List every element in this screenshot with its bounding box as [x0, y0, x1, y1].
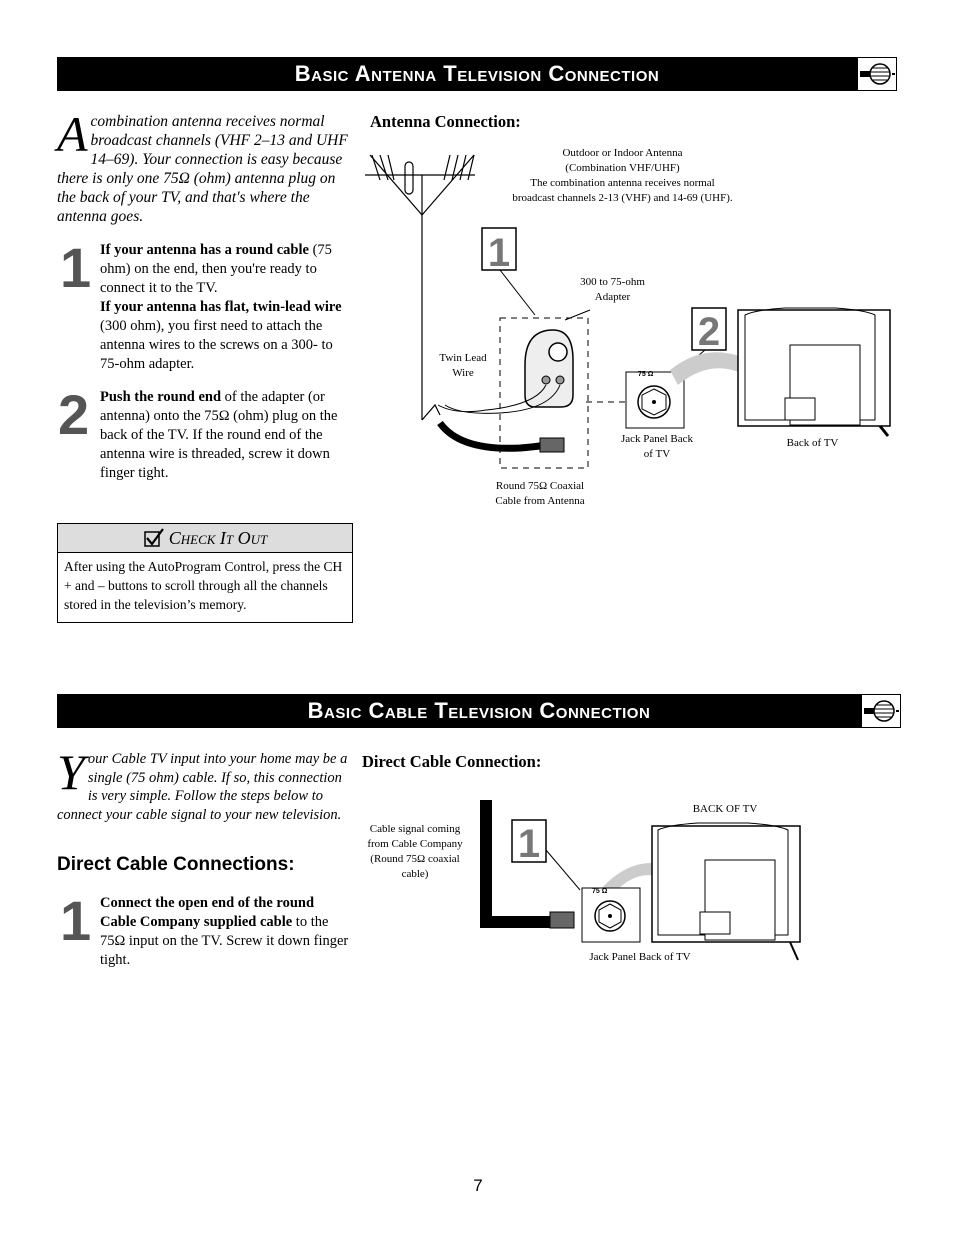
antenna-intro-text: combination antenna receives normal broa…: [57, 113, 348, 225]
check-it-out-text: After using the AutoProgram Control, pre…: [64, 559, 343, 612]
wall-cable: [480, 800, 552, 928]
twin-lead-label: Twin Lead Wire: [439, 352, 487, 379]
check-it-out-header: Check It Out: [58, 524, 352, 553]
tv-back-icon: [737, 307, 891, 437]
cable-step1-text: Connect the open end of the round Cable …: [100, 894, 350, 970]
check-it-out-box: Check It Out After using the AutoProgram…: [57, 523, 353, 623]
antenna-icon: [365, 154, 475, 421]
cable-subheading: Direct Cable Connections:: [57, 854, 295, 875]
antenna-step2-number: 2: [58, 383, 90, 446]
jack-mark: 75 Ω: [638, 371, 654, 378]
callout-1: 1: [488, 231, 510, 275]
cable-tv-back-icon: [651, 822, 801, 961]
antenna-label-line1: Outdoor or Indoor Antenna: [562, 147, 683, 159]
cable-jack-panel-label: Jack Panel Back of TV: [589, 951, 691, 963]
cable-diagram-heading: Direct Cable Connection:: [362, 752, 542, 771]
adapter-box: [437, 317, 589, 469]
cable-step1-body: to the 75Ω input on the TV. Screw it dow…: [100, 914, 349, 968]
cable-step1-number: 1: [60, 889, 92, 952]
cable-section-banner: Basic Cable Television Connection: [57, 694, 901, 728]
checkbox-icon: [143, 528, 164, 547]
cable-signal-label: Cable signal coming from Cable Company (…: [367, 823, 463, 880]
round-cable-label: Round 75Ω Coaxial Cable from Antenna: [495, 480, 585, 507]
antenna-diagram-heading: Antenna Connection:: [370, 112, 521, 131]
jack-panel-label: Jack Panel Back of TV: [620, 433, 694, 460]
connection-swoosh: [670, 352, 780, 388]
antenna-step2-bold: Push the round end: [100, 389, 222, 405]
back-tv-label: Back of TV: [786, 437, 839, 449]
antenna-step1-bold-b: If your antenna has flat, twin-lead wire: [100, 299, 342, 315]
callout-2: 2: [698, 310, 720, 354]
cable-jack-mark: 75 Ω: [592, 888, 608, 895]
antenna-step1-number: 1: [60, 236, 92, 299]
cable-section-title: Basic Cable Television Connection: [307, 698, 651, 723]
jack-panel: 75 Ω: [586, 371, 685, 429]
antenna-diagram: 1 2 75 Ω: [365, 154, 891, 469]
cable-jack-panel: 75 Ω: [581, 887, 641, 943]
antenna-step2-body: of the adapter (or antenna) onto the 75Ω…: [100, 389, 338, 481]
coax-plug-icon: [857, 57, 897, 91]
antenna-label-line4: broadcast channels 2-13 (VHF) and 14-69 …: [512, 192, 733, 204]
antenna-step1-text-b: (300 ohm), you first need to attach the …: [100, 318, 333, 372]
cable-step1-bold: Connect the open end of the round Cable …: [100, 895, 315, 930]
antenna-dropcap: A: [57, 106, 88, 162]
cable-intro-text: our Cable TV input into your home may be…: [57, 751, 348, 823]
antenna-label-line2: (Combination VHF/UHF): [565, 162, 680, 174]
cable-dropcap: Y: [57, 744, 85, 800]
antenna-label: Outdoor or Indoor Antenna (Combination V…: [490, 146, 755, 206]
antenna-step1-text: If your antenna has a round cable (75 oh…: [100, 241, 350, 374]
page-number: 7: [473, 1176, 483, 1195]
antenna-step1-text-a: (75 ohm) on the end, then you're ready t…: [100, 242, 332, 296]
antenna-label-line3: The combination antenna receives normal: [530, 177, 715, 189]
antenna-step1-bold-a: If your antenna has a round cable: [100, 242, 309, 258]
antenna-section-banner: Basic Antenna Television Connection: [57, 57, 897, 91]
cable-back-tv-label: BACK OF TV: [692, 803, 758, 815]
adapter-label: 300 to 75-ohm Adapter: [580, 276, 645, 303]
callout-marks: 1 2: [481, 227, 727, 379]
coax-plug-icon-2: [861, 694, 901, 728]
antenna-step2-text: Push the round end of the adapter (or an…: [100, 388, 350, 483]
check-it-out-title: Check It Out: [168, 527, 268, 548]
coax-cable: [437, 420, 565, 453]
cable-diagram: 1 75 Ω: [480, 800, 801, 961]
antenna-section-title: Basic Antenna Television Connection: [294, 61, 660, 86]
callout-1-box: [511, 819, 547, 863]
cable-callout-1: 1: [518, 822, 540, 866]
